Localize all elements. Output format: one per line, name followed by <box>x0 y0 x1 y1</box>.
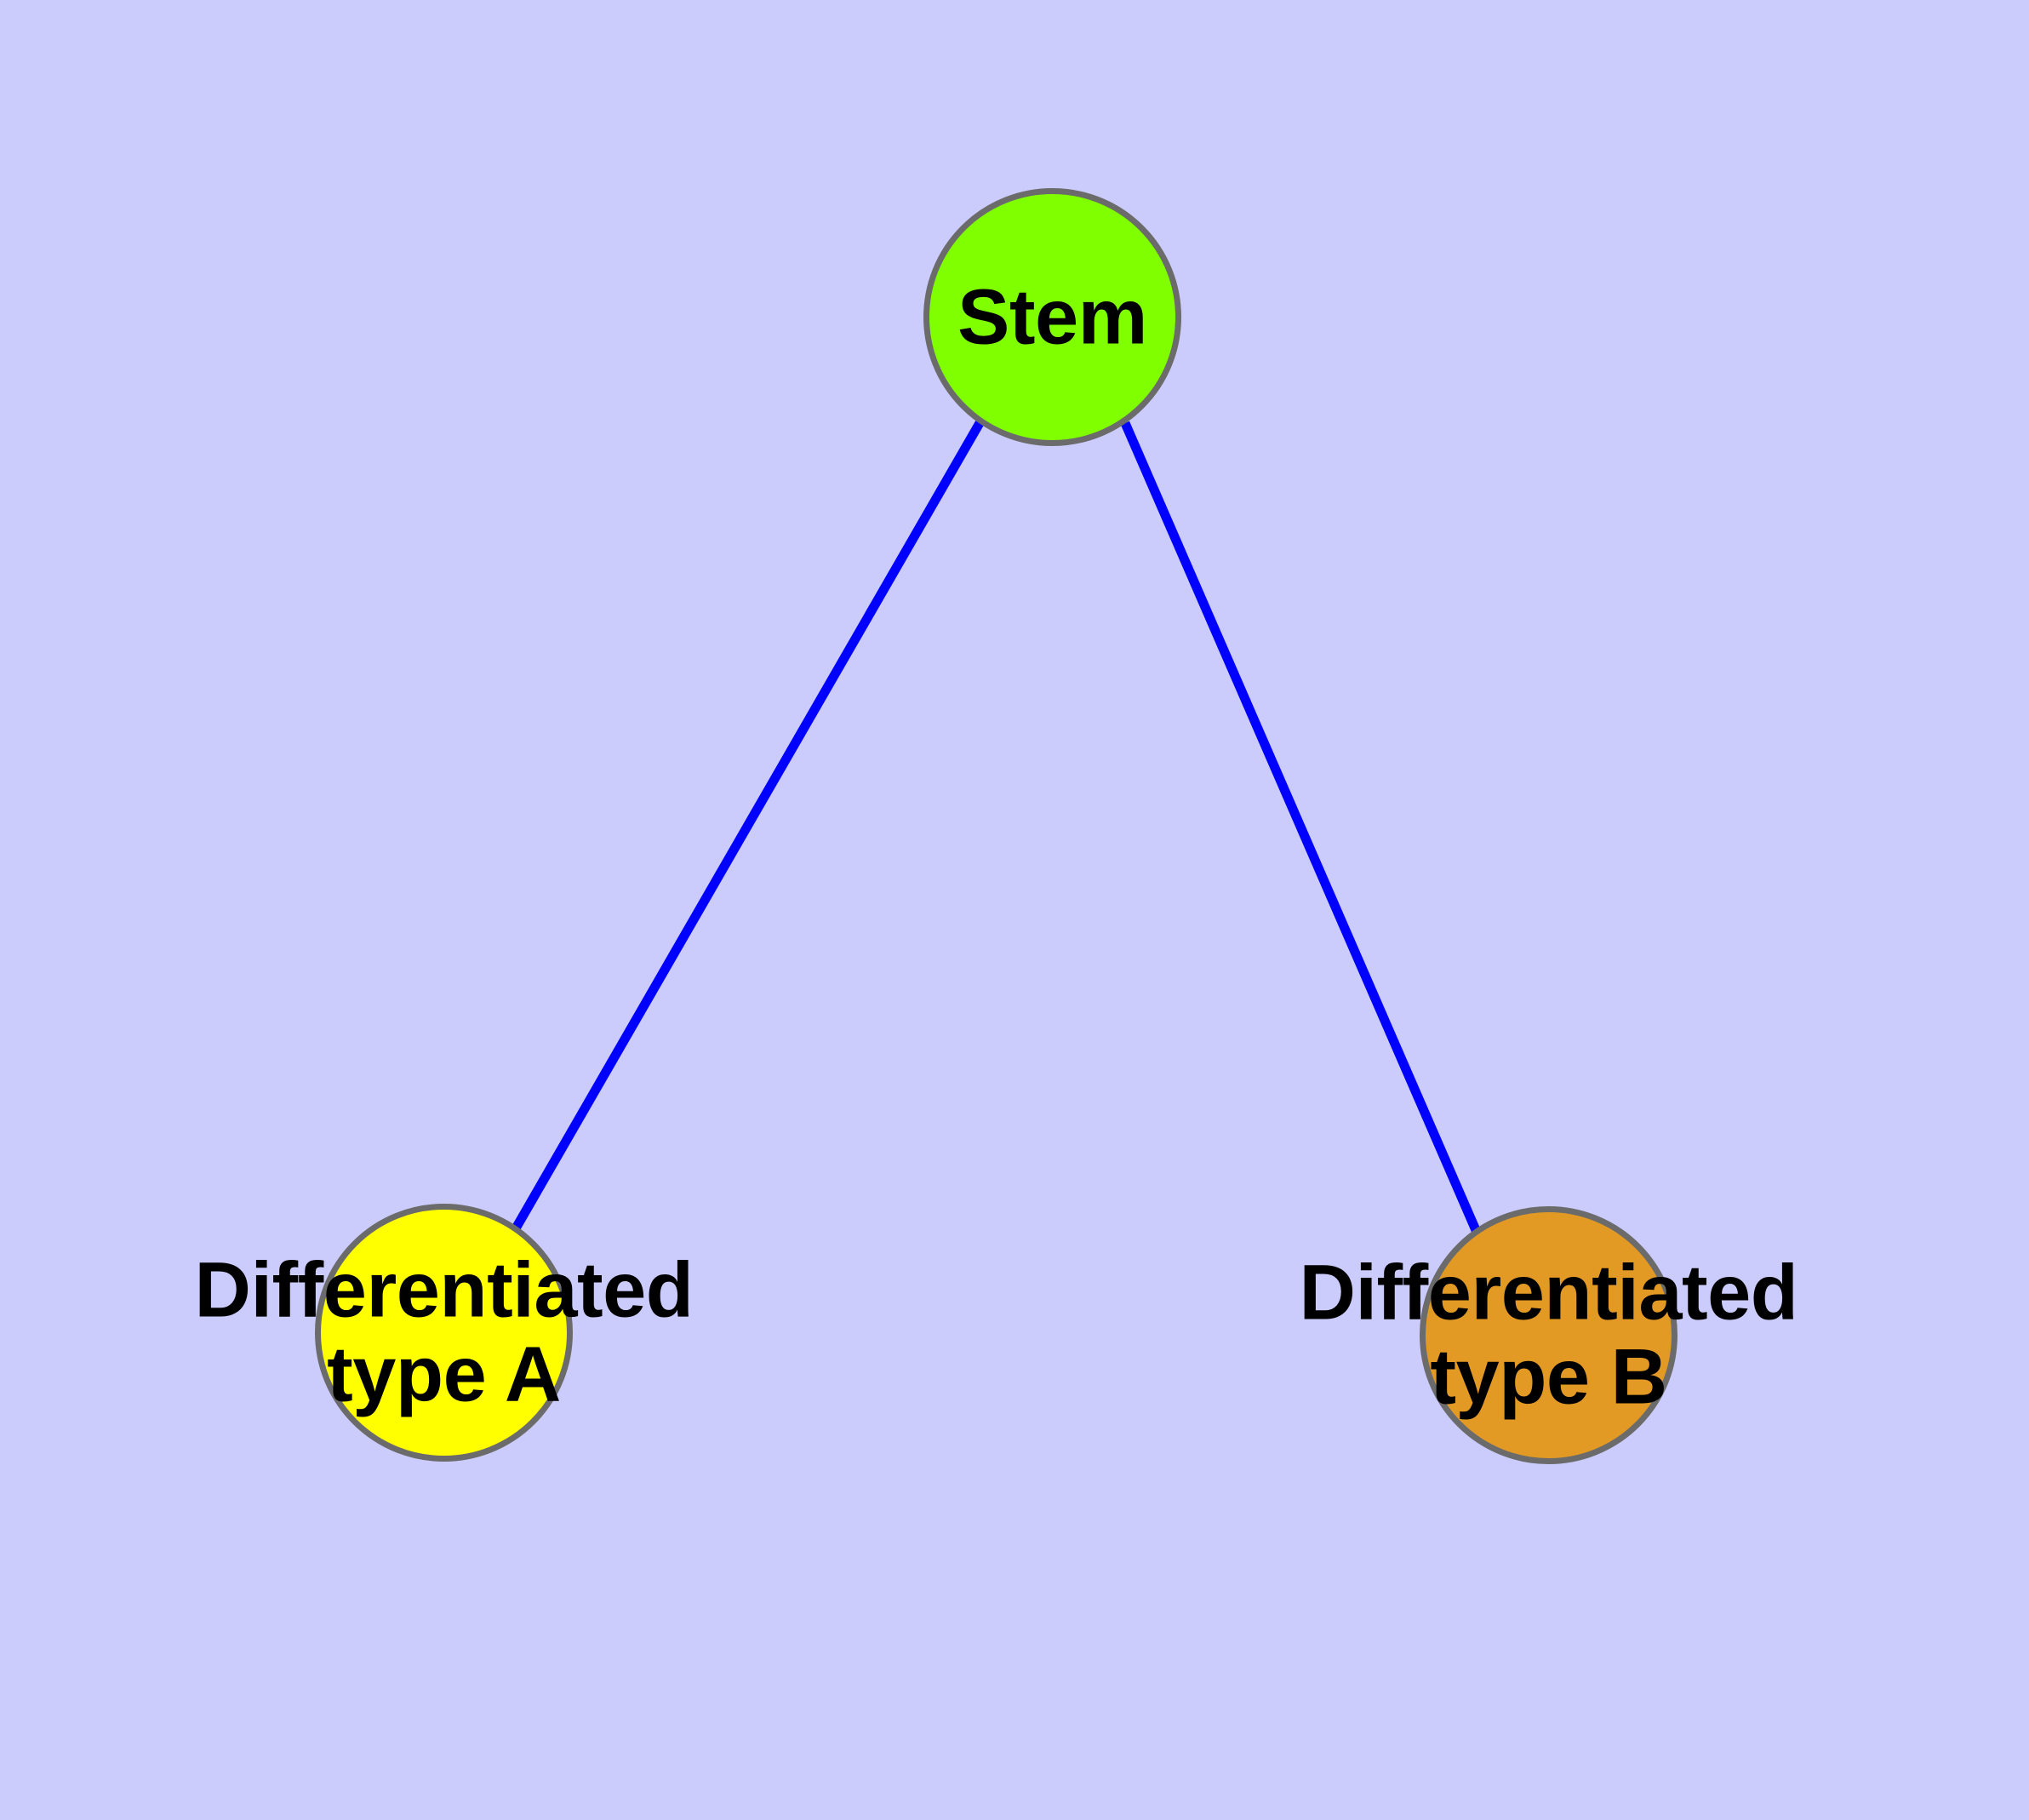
node-differentiated-type-a[interactable]: Differentiated type A <box>195 1204 694 1462</box>
node-stem[interactable]: Stem <box>923 188 1181 446</box>
edge-stem-to-differentiated-type-a <box>512 421 984 1231</box>
edge-stem-to-differentiated-type-b <box>1120 421 1481 1233</box>
node-differentiated-type-b[interactable]: Differentiated type B <box>1300 1206 1798 1464</box>
node-stem-label: Stem <box>957 272 1147 360</box>
